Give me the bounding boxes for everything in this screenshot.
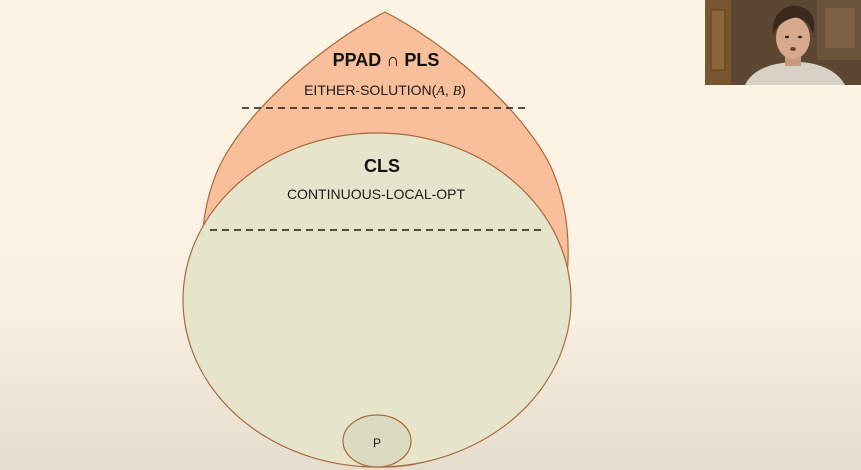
ppad-pls-title: PPAD ∩ PLS (333, 50, 440, 70)
p-region (342, 414, 412, 468)
either-solution-label: EITHER-SOLUTION(A, B) (304, 82, 466, 99)
p-label: P (373, 436, 381, 450)
presenter-video (705, 0, 861, 85)
cls-title: CLS (364, 156, 400, 176)
presenter-video-icon (705, 0, 861, 85)
continuous-local-opt-label: CONTINUOUS-LOCAL-OPT (287, 186, 466, 202)
